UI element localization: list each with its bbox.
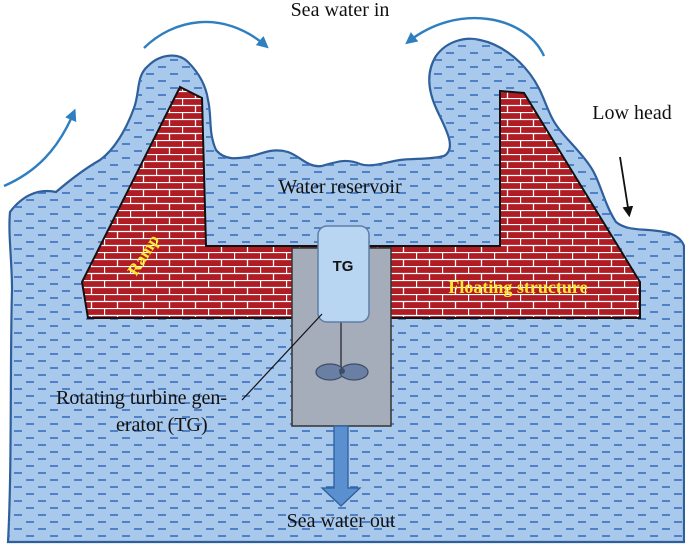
sea-water-in-label: Sea water in — [291, 0, 390, 21]
water-reservoir-label: Water reservoir — [278, 176, 402, 198]
turbine-rotor — [315, 322, 369, 381]
floating-structure — [80, 85, 641, 319]
generator-tg — [317, 225, 370, 323]
flow-arrow-right-top — [405, 16, 546, 57]
flow-arrow-left-small — [3, 108, 77, 188]
low-head-arrow — [619, 156, 634, 218]
outlet-arrow — [320, 425, 362, 507]
low-head-label: Low head — [592, 102, 671, 124]
floating-structure-label: Floating structure — [448, 277, 587, 297]
turbine-label-line2: erator (TG) — [116, 414, 208, 436]
turbine-pointer-line — [241, 313, 323, 401]
sea-water-out-label: Sea water out — [287, 510, 396, 532]
flow-arrow-left-top — [143, 20, 269, 49]
flow-arrows — [3, 16, 546, 188]
turbine-label-line1: Rotating turbine gen- — [56, 387, 227, 409]
tg-label: TG — [333, 258, 354, 275]
